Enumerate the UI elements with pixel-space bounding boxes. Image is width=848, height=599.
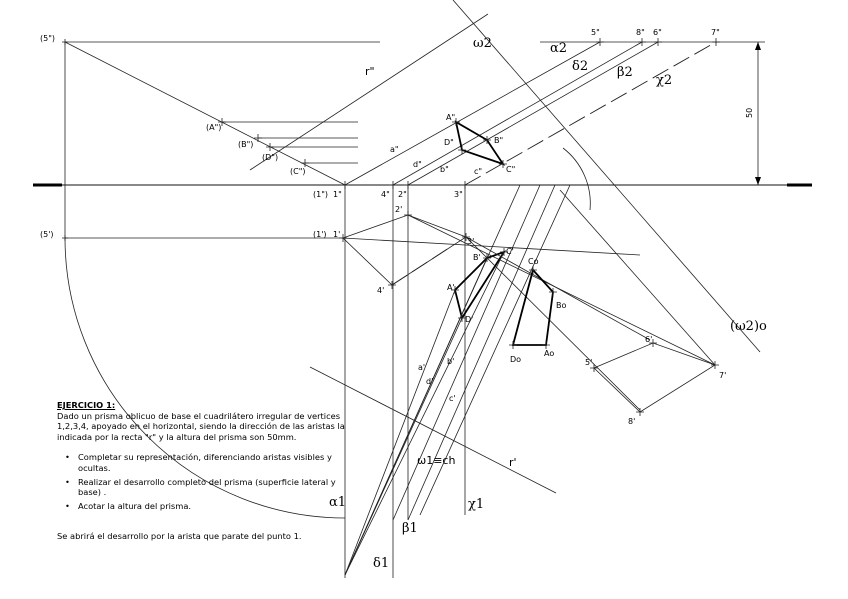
label-c-p: c'	[449, 394, 456, 403]
label-2p: 2'	[395, 205, 402, 214]
label-B-paren: (B")	[238, 140, 253, 149]
dev-line-2	[407, 214, 716, 366]
label-6: 6"	[653, 28, 662, 37]
exercise-footer: Se abrirá el desarrollo por la arista qu…	[57, 531, 302, 542]
label-8p: 8'	[628, 417, 635, 426]
label-Do: Do	[510, 355, 521, 364]
label-5p-paren: (5')	[40, 230, 54, 239]
label-A2: A"	[446, 113, 455, 122]
label-3p: 3'	[467, 237, 474, 246]
label-c-dd: c"	[474, 167, 482, 176]
task-item: Realizar el desarrollo completo del pris…	[65, 477, 347, 498]
dim-arrow-bottom	[755, 177, 761, 185]
rebatment-line	[64, 41, 346, 186]
label-beta1: β1	[402, 521, 418, 536]
exercise-intro: Dado un prisma oblicuo de base el cuadri…	[57, 410, 345, 442]
label-delta2: δ2	[572, 59, 588, 74]
edge-4-front	[392, 41, 643, 186]
label-3pp: 3"	[454, 190, 463, 199]
label-5: 5"	[591, 28, 600, 37]
task-item: Completar su representación, diferencian…	[65, 452, 347, 473]
label-B2: B"	[494, 136, 503, 145]
ray-f	[392, 184, 541, 521]
exercise-statement: EJERCICIO 1: Dado un prisma oblicuo de b…	[57, 400, 347, 542]
label-1p: 1'	[333, 230, 340, 239]
plane-omega-horizontal-trace	[309, 366, 557, 494]
dev-line-5	[465, 236, 641, 411]
label-7: 7"	[711, 28, 720, 37]
development-base	[593, 342, 716, 413]
label-Bo: Bo	[556, 301, 566, 310]
label-b-dd: b"	[440, 165, 449, 174]
edge-2-front	[407, 41, 659, 186]
label-a-p: a'	[418, 363, 425, 372]
dev-line-3	[465, 236, 651, 341]
label-D2: D"	[444, 138, 454, 147]
plane-omega-trace	[452, 0, 761, 353]
label-omega1-ch: ω1≡ch	[417, 454, 455, 467]
label-Ao: Ao	[544, 349, 554, 358]
label-omega2o: (ω2)o	[730, 319, 767, 334]
label-6p: 6'	[645, 335, 652, 344]
label-4p: 4'	[377, 286, 384, 295]
dev-line-6	[559, 189, 716, 366]
rebatment-arc-top	[562, 147, 591, 211]
label-1pp-paren: (1")	[313, 190, 328, 199]
label-alpha2: α2	[550, 41, 567, 56]
label-chi1: χ1	[468, 497, 484, 512]
label-beta2: β2	[617, 65, 633, 80]
label-chi2: χ2	[656, 73, 672, 88]
label-delta1: δ1	[373, 556, 389, 571]
label-Ch: C'	[506, 247, 514, 256]
label-8: 8"	[636, 28, 645, 37]
label-dim-50: 50	[745, 108, 754, 118]
base-horizontal	[342, 214, 467, 286]
label-7p: 7'	[719, 371, 726, 380]
label-1p-paren: (1')	[313, 230, 327, 239]
label-Dh: D'	[465, 315, 473, 324]
label-d-p: d'	[426, 377, 433, 386]
label-2pp: 2"	[398, 190, 407, 199]
label-d-dd: d"	[413, 160, 422, 169]
dev-line-4-hidden	[391, 245, 453, 286]
label-omega2: ω2	[473, 36, 492, 51]
ray-e	[344, 184, 521, 576]
ray-c	[344, 251, 505, 576]
dev-line-1	[342, 237, 641, 256]
edge-1-front	[344, 41, 601, 186]
label-4pp: 4"	[381, 190, 390, 199]
label-b-p: b'	[447, 357, 454, 366]
label-5pp: (5")	[40, 34, 55, 43]
label-C-paren: (C")	[290, 167, 306, 176]
true-shape-section	[511, 268, 554, 346]
ray-h	[419, 184, 571, 516]
label-5p: 5'	[585, 358, 592, 367]
label-Co: Co	[528, 257, 539, 266]
label-Ah: A'	[447, 283, 455, 292]
exercise-tasks: Completar su representación, diferencian…	[57, 452, 347, 511]
label-C2: C"	[506, 165, 515, 174]
task-item: Acotar la altura del prisma.	[65, 501, 347, 512]
edge-3-front-hidden	[464, 41, 717, 186]
label-A-paren: (A")	[206, 123, 221, 132]
point-markers	[62, 38, 720, 416]
exercise-title: EJERCICIO 1:	[57, 400, 116, 410]
label-r-pp: r"	[365, 65, 375, 78]
label-D-paren: (D")	[262, 153, 278, 162]
dim-arrow-top	[755, 42, 761, 50]
ray-a	[344, 289, 456, 576]
label-r-p: r'	[509, 456, 517, 469]
ray-g	[407, 184, 556, 521]
label-a-dd: a"	[390, 145, 399, 154]
label-Bh: B'	[473, 253, 481, 262]
label-1pp: 1"	[333, 190, 342, 199]
line-r-vertical	[249, 13, 489, 171]
